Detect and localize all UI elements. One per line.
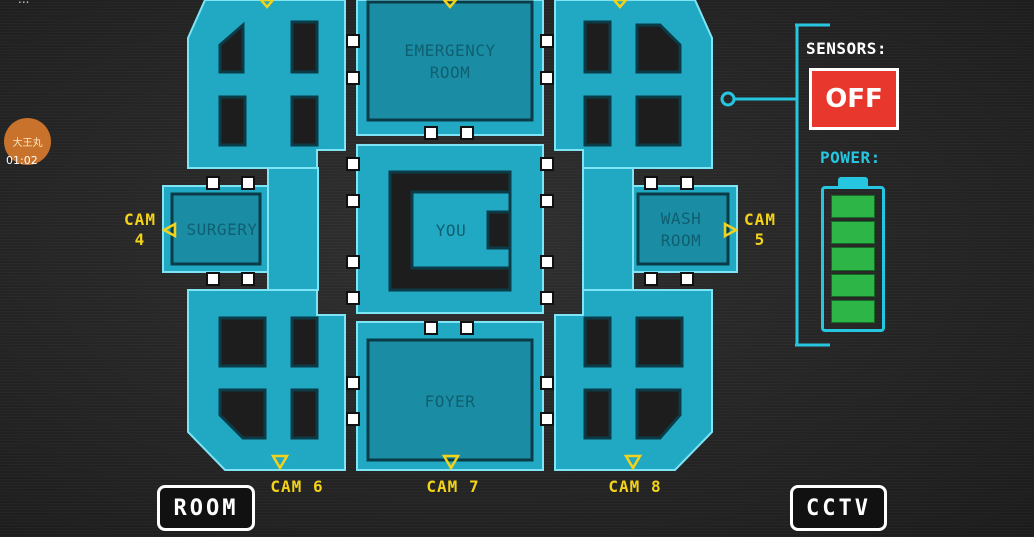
battery-cell (831, 195, 875, 219)
panel-connector (720, 23, 830, 347)
cam5-button[interactable]: CAM 5 (744, 210, 776, 249)
emergency-room-label: EMERGENCY ROOM (404, 41, 496, 82)
battery-cap (838, 177, 868, 187)
uploader-avatar: 大王丸 (4, 118, 51, 165)
wash-room-label: WASH ROOM (660, 209, 702, 250)
cam4-button[interactable]: CAM 4 (124, 210, 156, 249)
map-right-corridor (582, 167, 634, 291)
map-wash-room (636, 192, 730, 266)
power-title: POWER: (820, 148, 881, 167)
map-foyer (366, 338, 534, 462)
foyer-label: FOYER (424, 392, 476, 411)
map-wing-bottom-right (554, 289, 713, 471)
battery-cell (831, 247, 875, 271)
map-wing-top-right (554, 0, 713, 169)
cam6-button[interactable]: CAM 6 (270, 477, 324, 496)
map-wing-top-left (187, 0, 346, 169)
map-you-room (410, 190, 512, 270)
cam7-button[interactable]: CAM 7 (426, 477, 480, 496)
cam8-button[interactable]: CAM 8 (608, 477, 662, 496)
battery-cell (831, 273, 875, 297)
map-surgery-room (170, 192, 262, 266)
surgery-label: SURGERY (186, 220, 258, 239)
overlay-top-text: ... (18, 0, 29, 6)
map-left-corridor (267, 167, 319, 291)
video-timestamp: 01:02 (6, 154, 38, 167)
power-battery (821, 186, 885, 332)
battery-cell (831, 299, 875, 324)
cctv-button[interactable]: CCTV (790, 485, 887, 531)
sensors-toggle-button[interactable]: OFF (809, 68, 899, 130)
sensors-title: SENSORS: (806, 39, 888, 58)
camera-markers (161, 0, 739, 471)
map-emergency-room (366, 0, 534, 122)
door-markers (206, 34, 694, 426)
battery-cell (831, 221, 875, 245)
room-button[interactable]: ROOM (157, 485, 255, 531)
you-label: YOU (435, 221, 467, 240)
